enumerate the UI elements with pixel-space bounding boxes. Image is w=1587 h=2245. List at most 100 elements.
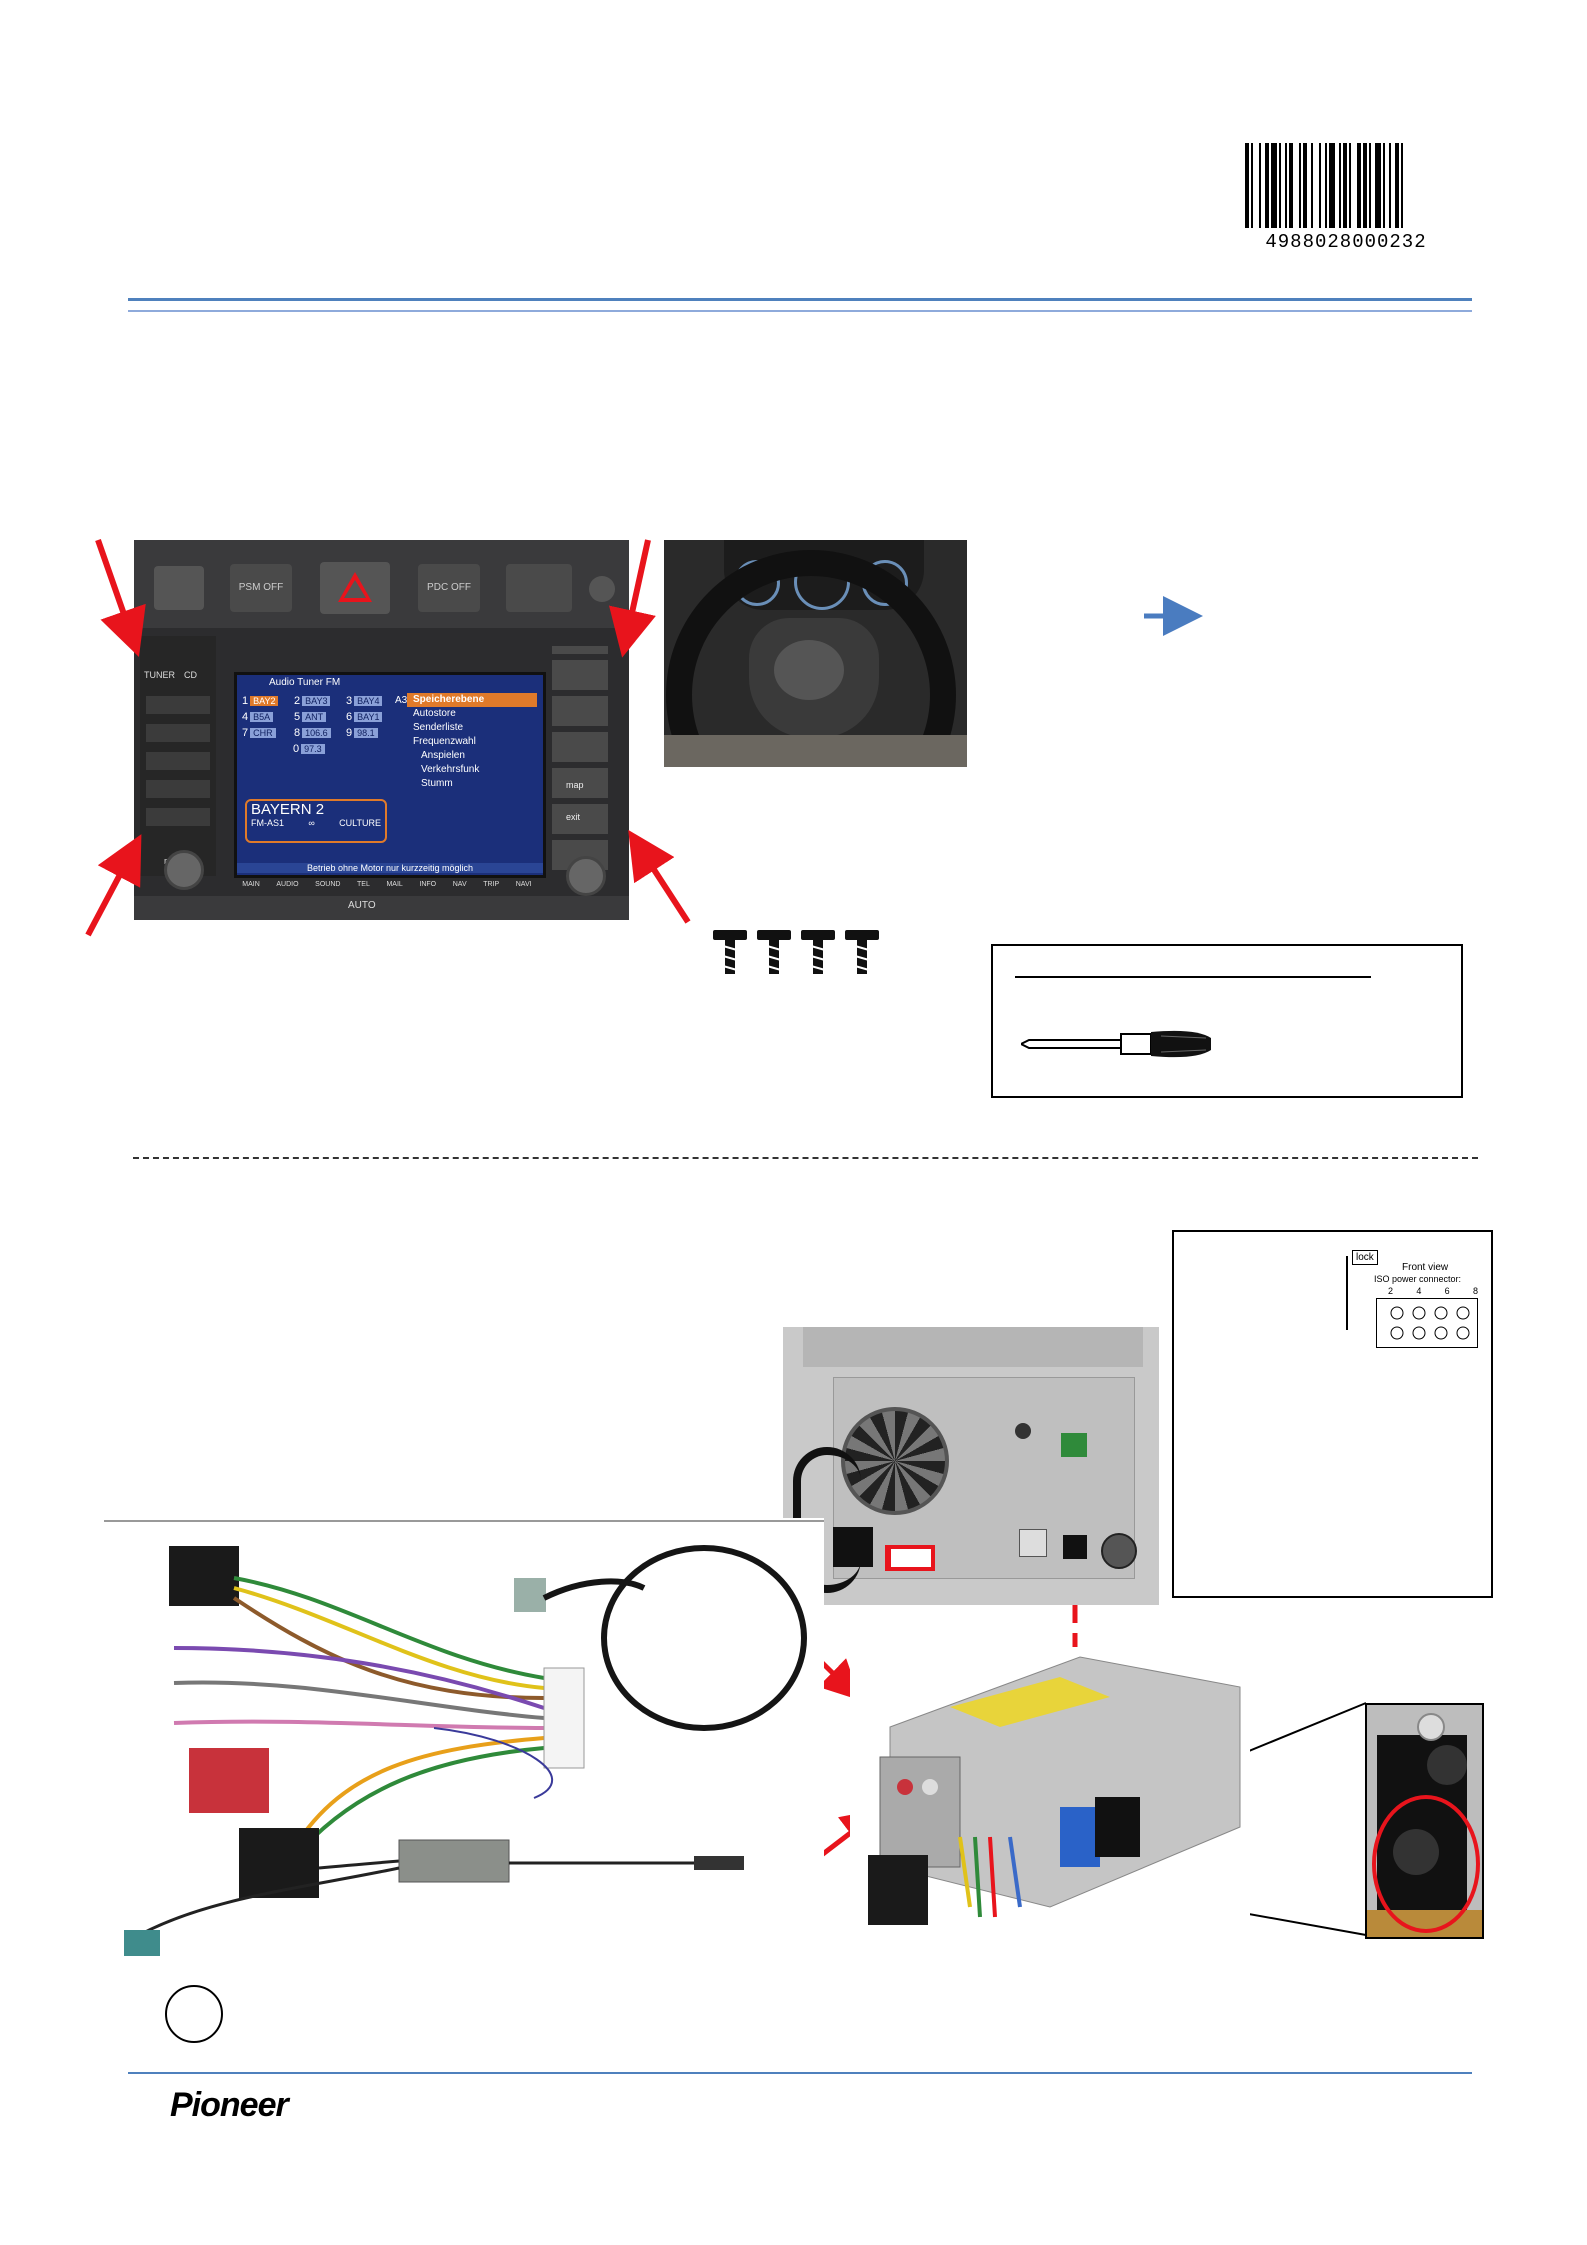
barcode-bar: [1349, 143, 1351, 228]
preset-number: 2: [294, 695, 301, 707]
cd-button: CD: [184, 670, 197, 680]
map-button: map: [566, 780, 584, 790]
preset-number: 9: [346, 727, 353, 739]
preset-name: CHR: [250, 728, 276, 738]
section-separator: [133, 1157, 1478, 1159]
bottom-button: MAIL: [386, 880, 403, 888]
arrow-top-left: [95, 539, 146, 657]
barcode-bar: [1389, 143, 1391, 228]
menu-item: Verkehrsfunk: [421, 764, 480, 775]
arrow-top-right: [609, 539, 656, 658]
barcode-bar: [1259, 143, 1261, 228]
station-sub-right: CULTURE: [339, 818, 381, 828]
header-rule-secondary: [128, 310, 1472, 312]
hazard-button: [320, 562, 390, 614]
barcode-bars: [1245, 143, 1403, 228]
left-knob: [164, 850, 204, 890]
preset-name: B5A: [250, 712, 274, 722]
barcode-bar: [1299, 143, 1301, 228]
menu-item: Speicherebene: [407, 693, 537, 707]
zoom-detail-photo: [1365, 1703, 1484, 1939]
lock-label: lock: [1352, 1250, 1378, 1265]
display-title: Audio Tuner FM: [269, 677, 341, 688]
screwdriver-icon: [1021, 1030, 1211, 1058]
preset-name: BAY4: [354, 696, 383, 706]
menu-item: Senderliste: [413, 722, 464, 733]
menu-item: Autostore: [413, 708, 456, 719]
barcode-bar: [1395, 143, 1399, 228]
radio-head-unit-photo: PSM OFF PDC OFF TUNER CD repeat Audio Tu…: [134, 540, 629, 920]
footer-rule: [128, 2072, 1472, 2074]
preset-number: 8: [294, 727, 301, 739]
bottom-button: TEL: [357, 880, 370, 888]
barcode-bar: [1311, 143, 1313, 228]
preset-number: 7: [242, 727, 249, 739]
step-circle-marker: [165, 1985, 223, 2043]
connector-body: [1376, 1298, 1478, 1348]
tools-box-rule: [1015, 976, 1371, 978]
bottom-button: AUDIO: [276, 880, 299, 888]
display-footer: Betrieb ohne Motor nur kurzzeitig möglic…: [237, 863, 543, 873]
preset-number: 6: [346, 711, 353, 723]
preset-number: 0: [293, 743, 300, 755]
barcode-bar: [1383, 143, 1385, 228]
barcode-bar: [1251, 143, 1253, 228]
climate-auto-label: AUTO: [348, 900, 376, 911]
pdc-button: PDC OFF: [418, 564, 480, 612]
barcode-bar: [1363, 143, 1367, 228]
preset-number: 3: [346, 695, 353, 707]
header-rule: [128, 298, 1472, 301]
pin-label: 8: [1472, 1286, 1478, 1296]
preset-name: BAY2: [250, 696, 279, 706]
arrow-bottom-left: [85, 834, 142, 937]
pin-labels: 2 4 6 8: [1388, 1286, 1478, 1296]
barcode-bar: [1401, 143, 1403, 228]
steering-wheel-photo: [664, 540, 967, 767]
pin-label: 4: [1416, 1286, 1422, 1296]
preset-number: 1: [242, 695, 249, 707]
front-view-label: Front view: [1402, 1262, 1449, 1273]
menu-item: Anspielen: [421, 750, 465, 761]
barcode-bar: [1303, 143, 1307, 228]
exit-button: exit: [566, 812, 581, 822]
station-box: BAYERN 2 FM-AS1 ∞ CULTURE: [245, 799, 387, 843]
psm-button: PSM OFF: [230, 564, 292, 612]
preset-name: ANT: [302, 712, 327, 722]
tuner-button: TUNER: [144, 670, 175, 680]
bottom-button: MAIN: [242, 880, 260, 888]
bottom-button: INFO: [419, 880, 437, 888]
barcode-bar: [1279, 143, 1281, 228]
barcode-number: 4988028000232: [1265, 231, 1427, 253]
screws-icon: [713, 930, 879, 974]
bottom-button: NAV: [452, 880, 467, 888]
bottom-button: NAVI: [515, 880, 532, 888]
barcode-bar: [1343, 143, 1347, 228]
preset-number: 4: [242, 711, 249, 723]
barcode-bar: [1289, 143, 1293, 228]
head-unit-rear-photo: [850, 1647, 1250, 1947]
nav-unit-rear-photo: [783, 1327, 1159, 1605]
pin-label: 2: [1388, 1286, 1394, 1296]
barcode-bar: [1245, 143, 1249, 228]
right-knob: [566, 856, 606, 896]
station-sub-mid: ∞: [308, 818, 315, 828]
bottom-button: TRIP: [483, 880, 500, 888]
menu-item: Stumm: [421, 778, 453, 789]
preset-name: 106.6: [302, 728, 331, 738]
barcode-bar: [1285, 143, 1287, 228]
arrow-bottom-right: [628, 829, 691, 924]
barcode-bar: [1271, 143, 1277, 228]
pin-label: 6: [1444, 1286, 1450, 1296]
preset-name: 98.1: [354, 728, 378, 738]
